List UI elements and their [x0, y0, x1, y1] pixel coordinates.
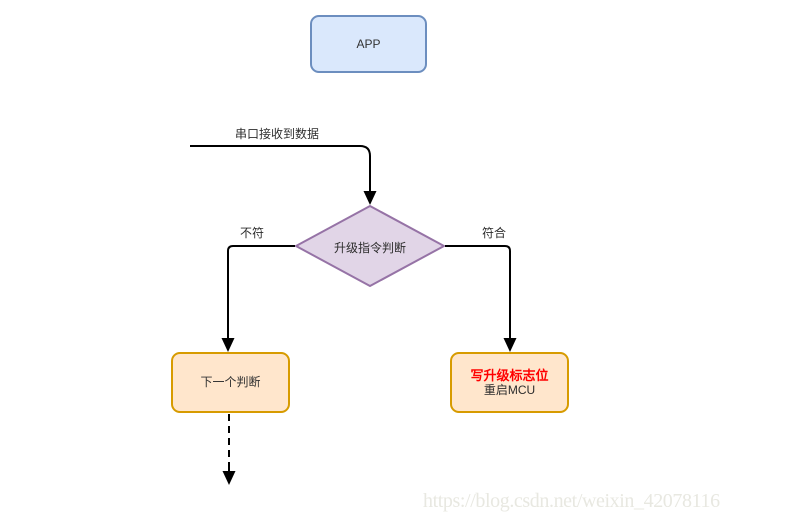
node-next-judgment: 下一个判断	[171, 352, 290, 413]
edge-label-serial-data: 串口接收到数据	[234, 127, 319, 141]
arrowhead-down-icon	[222, 471, 236, 485]
edge-label-no-match: 不符	[239, 226, 264, 240]
node-decision-label: 升级指令判断	[333, 241, 406, 255]
node-restart-mcu-label: 重启MCU	[483, 383, 536, 398]
node-decision-shape	[295, 205, 445, 287]
node-next-judgment-label: 下一个判断	[200, 375, 261, 390]
node-app: APP	[310, 15, 427, 73]
watermark: https://blog.csdn.net/weixin_42078116	[423, 490, 720, 512]
arrowhead-down-icon	[363, 191, 377, 205]
edge-serial-line	[190, 145, 371, 192]
edge-no-match-line	[227, 245, 295, 339]
node-app-label: APP	[356, 36, 381, 51]
arrowhead-down-icon	[503, 338, 517, 352]
arrowhead-down-icon	[221, 338, 235, 352]
edge-label-match: 符合	[481, 226, 506, 240]
edge-match-line	[445, 245, 511, 339]
node-write-upgrade-flag: 写升级标志位 重启MCU	[450, 352, 569, 413]
node-write-upgrade-flag-title: 写升级标志位	[470, 367, 549, 383]
